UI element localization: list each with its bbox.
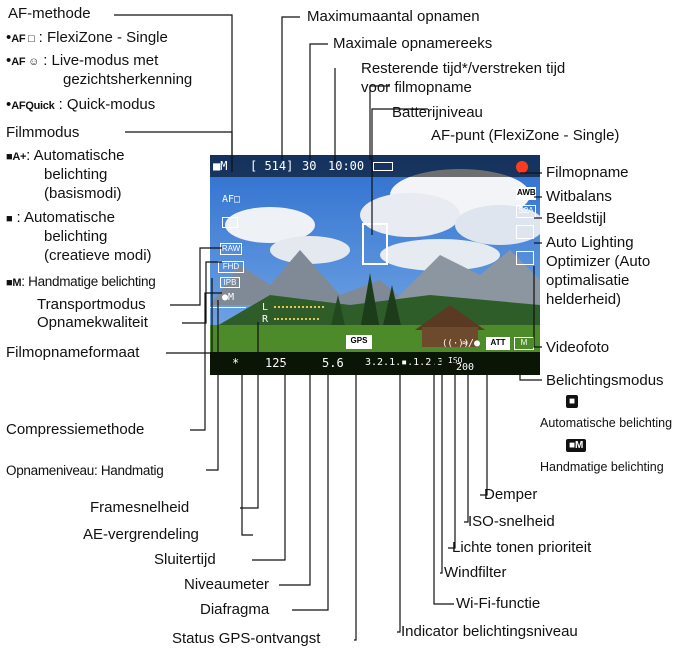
movie-format-icon: FHD — [218, 261, 244, 273]
battery-icon — [373, 162, 393, 171]
label-filmopnameformaat: Filmopnameformaat — [6, 344, 140, 361]
label-ae-vergrendeling: AE-vergrendeling — [83, 526, 199, 543]
auto-exposure-icon: ■ — [566, 393, 579, 411]
label-auto-bel: Automatische belichting — [540, 416, 673, 430]
label-wifi: Wi-Fi-functie — [456, 595, 541, 612]
exposure-scale: 3.2.1.▪.1.2.3 — [365, 357, 444, 368]
label-auto-creatief-2: belichting — [44, 228, 108, 245]
label-alo-3: optimalisatie — [546, 272, 630, 289]
label-alo-4: helderheid) — [546, 291, 622, 308]
iso-value: 200 — [456, 362, 475, 373]
label-indicator: Indicator belichtingsniveau — [401, 623, 578, 640]
level-L: L — [262, 302, 269, 313]
manual-exposure-icon: ■M — [566, 437, 587, 455]
label-gps: Status GPS-ontvangst — [172, 630, 321, 647]
label-belichtingsmodus: Belichtingsmodus — [546, 372, 664, 389]
label-opnameniveau: Opnameniveau: Handmatig — [6, 463, 164, 478]
label-lichte-tonen: Lichte tonen prioriteit — [452, 539, 592, 556]
gps-icon: GPS — [346, 335, 372, 349]
label-resterende-1: Resterende tijd*/verstreken tijd — [361, 60, 566, 77]
handmatig-row: ■M: Handmatige belichting — [6, 274, 156, 289]
label-compressie: Compressiemethode — [6, 421, 145, 438]
af-quick-icon: AFQuick — [11, 100, 55, 112]
label-filmmodus: Filmmodus — [6, 124, 80, 141]
af-face-row: •AF ☺ : Live-modus met — [6, 52, 159, 69]
label-filmopname: Filmopname — [546, 164, 629, 181]
label-auto-basis-3: (basismodi) — [44, 185, 122, 202]
label-resterende-2: voor filmopname — [361, 79, 472, 96]
label-diafragma: Diafragma — [200, 601, 270, 618]
label-witbalans: Witbalans — [546, 188, 612, 205]
video-snapshot-icon — [516, 251, 534, 265]
shutter-value: 125 — [265, 356, 287, 370]
label-af-punt: AF-punt (FlexiZone - Single) — [431, 127, 620, 144]
live-view-screen: ■M [ 514] 30 10:00 AF□ RAW FHD IPB ●M L … — [210, 155, 540, 375]
af-method-icon: AF□ — [222, 194, 241, 205]
label-max-opnamen: Maximumaantal opnamen — [307, 8, 480, 25]
label-af-methode: AF-methode — [8, 5, 91, 22]
label-opnamekwaliteit: Opnamekwaliteit — [37, 314, 148, 331]
max-burst-value: 30 — [302, 159, 317, 173]
rec-level-scale — [210, 307, 246, 308]
label-hand-bel: Handmatige belichting — [540, 460, 664, 474]
label-auto-creatief-3: (creatieve modi) — [44, 247, 152, 264]
label-af-face-2: gezichtsherkenning — [63, 71, 193, 88]
aperture-value: 5.6 — [322, 356, 344, 370]
label-max-reeks: Maximale opnamereeks — [333, 35, 493, 52]
label-videofoto: Videofoto — [546, 339, 610, 356]
label-alo-1: Auto Lighting — [546, 234, 634, 251]
compression-icon: IPB — [220, 277, 240, 288]
movie-auto-basic-icon: ■A+ — [6, 151, 27, 163]
label-auto-basis-2: belichting — [44, 166, 108, 183]
label-alo-2: Optimizer (Auto — [546, 253, 651, 270]
audio-meter-R — [274, 318, 319, 322]
film-mode-icon: ■M — [213, 159, 228, 173]
attenuator-icon: ATT — [486, 337, 510, 350]
label-batterij: Batterijniveau — [392, 104, 483, 121]
auto-basis-row: ■A+: Automatische — [6, 147, 125, 164]
audio-meter-L — [274, 306, 324, 310]
quality-icon: RAW — [220, 243, 242, 255]
label-niveaumeter: Niveaumeter — [184, 576, 270, 593]
wind-filter-icon: ≈/● — [462, 338, 481, 349]
level-R: R — [262, 314, 269, 325]
max-shots-value: [ 514] — [250, 159, 294, 173]
picture-style-icon: S2A — [516, 205, 536, 218]
af-quick-row: •AFQuick : Quick-modus — [6, 96, 156, 113]
drive-mode-icon — [222, 217, 238, 228]
label-framesnelheid: Framesnelheid — [90, 499, 190, 516]
af-single-row: •AF □ : FlexiZone - Single — [6, 29, 168, 46]
movie-manual-icon: ■M — [6, 277, 22, 289]
label-transport: Transportmodus — [37, 296, 146, 313]
label-windfilter: Windfilter — [444, 564, 507, 581]
time-value: 10:00 — [328, 159, 365, 173]
exposure-mode-icon: M — [514, 337, 534, 350]
rec-level-icon: ●M — [222, 292, 235, 303]
record-indicator — [516, 161, 528, 173]
auto-creatief-row: ■ : Automatische — [6, 209, 115, 226]
af-face-icon: AF ☺ — [11, 56, 40, 68]
wifi-icon: ((·)) — [442, 339, 470, 349]
af-single-icon: AF □ — [11, 33, 35, 45]
label-iso: ISO-snelheid — [468, 513, 555, 530]
label-demper: Demper — [484, 486, 538, 503]
alo-icon — [516, 225, 534, 239]
label-beeldstijl: Beeldstijl — [546, 210, 607, 227]
wb-icon: AWB — [516, 187, 536, 200]
movie-auto-creative-icon: ■ — [6, 213, 13, 225]
ae-lock-icon: * — [232, 356, 240, 370]
label-sluitertijd: Sluitertijd — [154, 551, 216, 568]
af-point-frame — [362, 223, 388, 265]
